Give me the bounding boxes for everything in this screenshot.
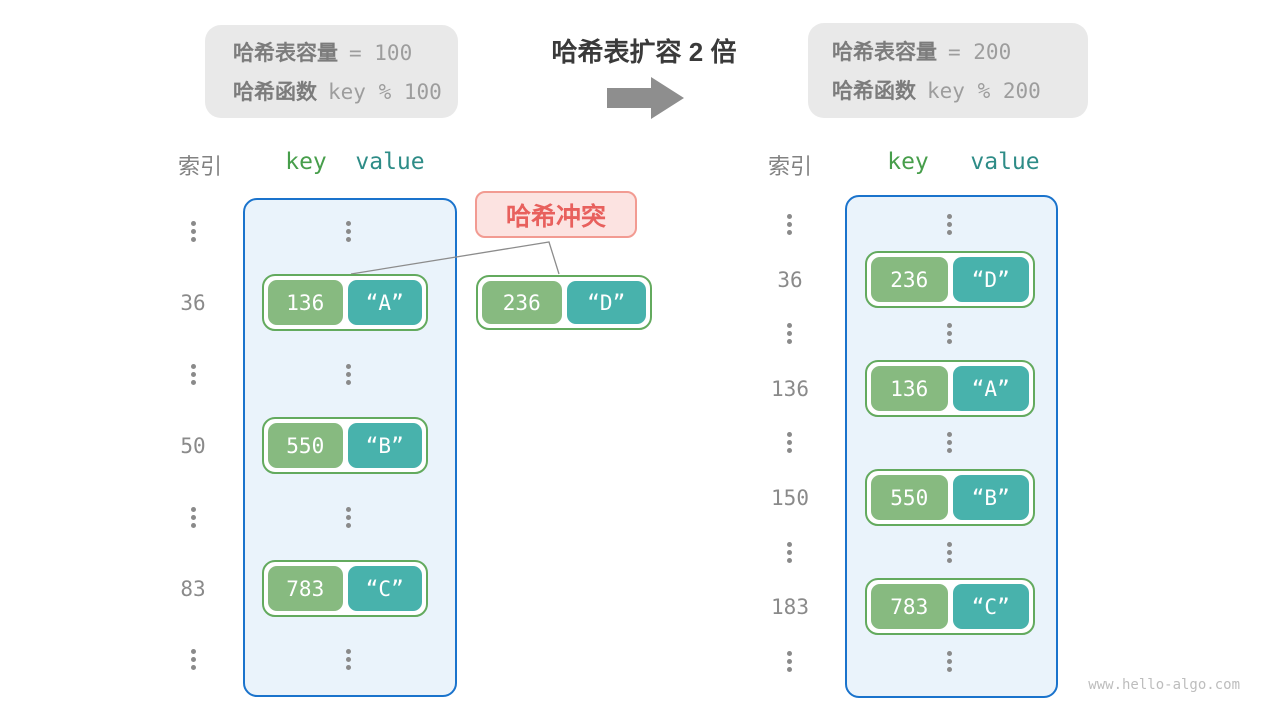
hash-function-label: 哈希函数 <box>233 81 317 104</box>
ellipsis-dots <box>191 221 196 242</box>
ellipsis-dots <box>346 507 351 528</box>
index-label: 183 <box>771 595 809 619</box>
ellipsis-dots <box>947 323 952 344</box>
kv-pair: 783 “C” <box>865 578 1035 635</box>
capacity-line: 哈希表容量 = 200 <box>832 36 1088 66</box>
key-cell: 783 <box>871 584 948 629</box>
left-value-header: value <box>355 149 425 175</box>
index-label: 150 <box>771 486 809 510</box>
capacity-label: 哈希表容量 <box>233 42 338 65</box>
value-cell: “A” <box>952 366 1029 411</box>
ellipsis-dots <box>787 542 792 563</box>
key-cell: 550 <box>268 423 343 468</box>
value-cell: “D” <box>952 257 1029 302</box>
value-cell: “D” <box>566 281 646 324</box>
right-arrow-icon <box>607 77 684 119</box>
value-cell: “B” <box>952 475 1029 520</box>
value-cell: “C” <box>347 566 422 611</box>
resize-title: 哈希表扩容 2 倍 <box>551 37 737 67</box>
right-index-header: 索引 <box>767 154 812 179</box>
ellipsis-dots <box>947 651 952 672</box>
hash-function-label: 哈希函数 <box>832 80 916 103</box>
key-cell: 136 <box>268 280 343 325</box>
left-hash-info-box: 哈希表容量 = 100 哈希函数 key % 100 <box>205 25 458 118</box>
ellipsis-dots <box>947 432 952 453</box>
key-cell: 136 <box>871 366 948 411</box>
value-cell: “B” <box>347 423 422 468</box>
hash-function-value: key % 100 <box>328 80 442 104</box>
capacity-value: = 100 <box>349 41 413 65</box>
right-value-header: value <box>970 149 1040 175</box>
key-cell: 236 <box>871 257 948 302</box>
hash-function-line: 哈希函数 key % 100 <box>233 76 458 106</box>
ellipsis-dots <box>947 214 952 235</box>
left-index-header: 索引 <box>177 154 222 179</box>
ellipsis-dots <box>787 323 792 344</box>
kv-pair: 136 “A” <box>262 274 428 331</box>
capacity-label: 哈希表容量 <box>832 41 937 64</box>
colliding-kv-pair: 236 “D” <box>476 275 652 330</box>
index-label: 36 <box>777 268 803 292</box>
left-key-header: key <box>285 149 327 175</box>
ellipsis-dots <box>191 364 196 385</box>
index-label: 136 <box>771 377 809 401</box>
ellipsis-dots <box>346 649 351 670</box>
value-cell: “C” <box>952 584 1029 629</box>
kv-pair: 783 “C” <box>262 560 428 617</box>
ellipsis-dots <box>947 542 952 563</box>
index-label: 50 <box>180 434 206 458</box>
hash-function-value: key % 200 <box>927 79 1041 103</box>
key-cell: 783 <box>268 566 343 611</box>
hash-function-line: 哈希函数 key % 200 <box>832 75 1088 105</box>
kv-pair: 236 “D” <box>865 251 1035 308</box>
watermark: www.hello-algo.com <box>1088 677 1240 693</box>
key-cell: 236 <box>482 281 562 324</box>
value-cell: “A” <box>347 280 422 325</box>
capacity-value: = 200 <box>948 40 1012 64</box>
capacity-line: 哈希表容量 = 100 <box>233 37 458 67</box>
right-hash-info-box: 哈希表容量 = 200 哈希函数 key % 200 <box>808 23 1088 118</box>
ellipsis-dots <box>787 651 792 672</box>
ellipsis-dots <box>787 432 792 453</box>
hash-collision-label: 哈希冲突 <box>475 191 637 238</box>
key-cell: 550 <box>871 475 948 520</box>
ellipsis-dots <box>787 214 792 235</box>
kv-pair: 550 “B” <box>262 417 428 474</box>
ellipsis-dots <box>346 221 351 242</box>
kv-pair: 550 “B” <box>865 469 1035 526</box>
ellipsis-dots <box>191 649 196 670</box>
ellipsis-dots <box>346 364 351 385</box>
right-key-header: key <box>887 149 929 175</box>
kv-pair: 136 “A” <box>865 360 1035 417</box>
ellipsis-dots <box>191 507 196 528</box>
index-label: 36 <box>180 291 206 315</box>
index-label: 83 <box>180 577 206 601</box>
